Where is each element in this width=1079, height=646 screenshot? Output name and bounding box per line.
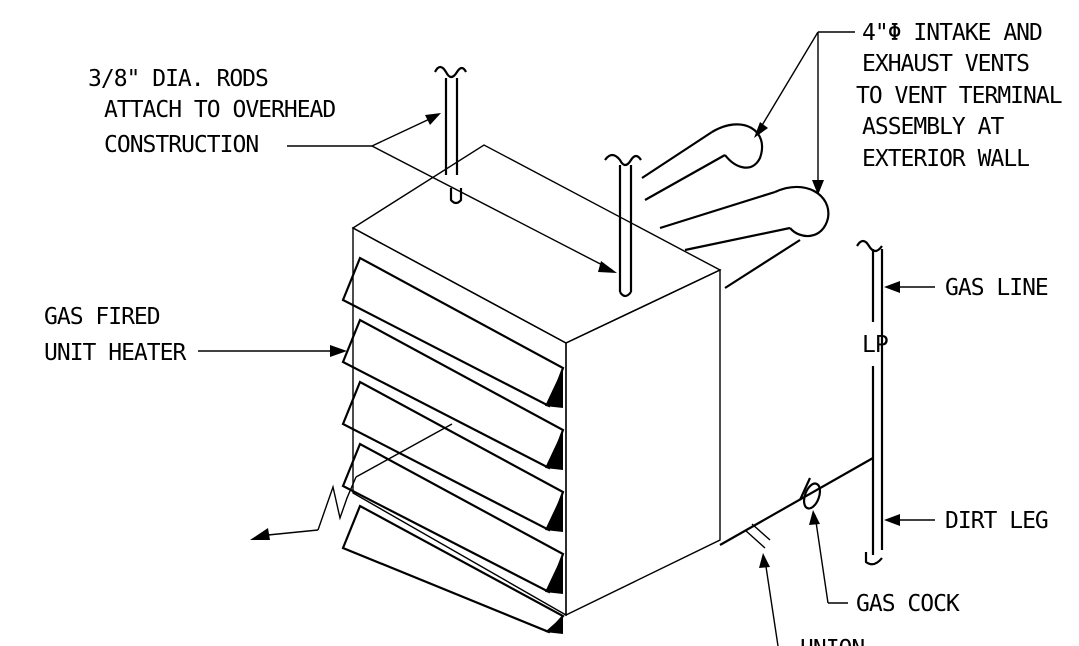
rods-label-line1: 3/8" DIA. RODS bbox=[88, 66, 268, 92]
louver bbox=[341, 442, 565, 594]
vents-label-line4: ASSEMBLY AT bbox=[862, 114, 1004, 140]
vents-label-line5: EXTERIOR WALL bbox=[862, 146, 1029, 172]
gas-piping bbox=[719, 239, 884, 566]
unit-heater-box bbox=[351, 144, 722, 617]
gas-line-label: GAS LINE bbox=[945, 275, 1048, 301]
vent-pipe-upper bbox=[641, 123, 763, 201]
break-line bbox=[250, 423, 453, 540]
hanger-rod bbox=[434, 65, 467, 205]
leader-dirt-leg bbox=[884, 514, 935, 526]
leader-heater bbox=[198, 345, 347, 357]
lp-label: LP bbox=[862, 332, 888, 358]
vents-label-line3: TO VENT TERMINAL bbox=[856, 83, 1062, 109]
hanger-rod bbox=[604, 153, 642, 298]
gas-cock-label: GAS COCK bbox=[856, 591, 960, 617]
louver bbox=[341, 256, 565, 408]
louver bbox=[341, 380, 565, 532]
vent-pipe-lower bbox=[659, 185, 830, 289]
louvers bbox=[341, 256, 565, 634]
union-label: UNION bbox=[800, 636, 864, 646]
louver bbox=[341, 504, 565, 634]
leader-gas-line bbox=[884, 281, 935, 293]
heater-label-line2: UNIT HEATER bbox=[44, 340, 186, 366]
vents-label-line1: 4"Φ INTAKE AND bbox=[862, 20, 1042, 46]
leader-gas-cock bbox=[809, 510, 848, 604]
rods-label-line3: CONSTRUCTION bbox=[104, 132, 258, 158]
leader-vents bbox=[754, 31, 855, 195]
vents-label-line2: EXHAUST VENTS bbox=[862, 51, 1029, 77]
rods-label-line2: ATTACH TO OVERHEAD bbox=[104, 97, 335, 123]
leader-union bbox=[759, 553, 779, 646]
louver bbox=[341, 318, 565, 470]
dirt-leg-label: DIRT LEG bbox=[945, 508, 1048, 534]
heater-label-line1: GAS FIRED bbox=[44, 304, 160, 330]
leader-rods bbox=[287, 113, 617, 273]
